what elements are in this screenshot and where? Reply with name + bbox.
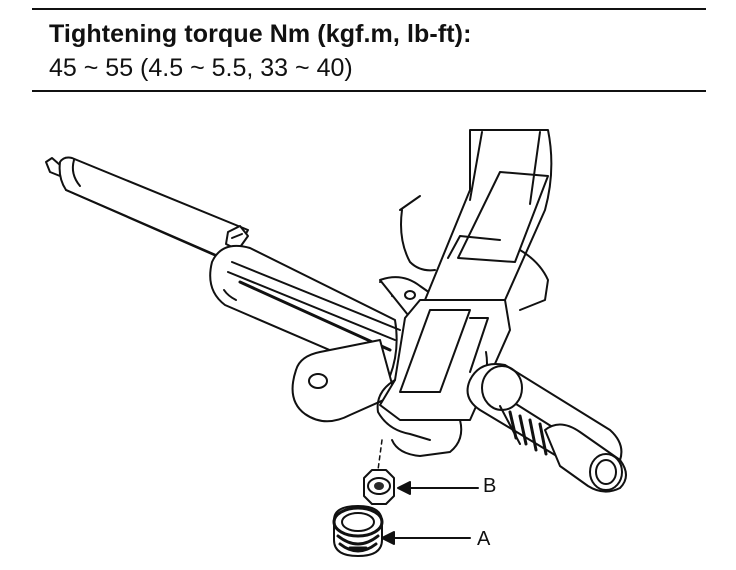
rack-shaft-end (544, 423, 627, 493)
torque-spec-value: 45 ~ 55 (4.5 ~ 5.5, 33 ~ 40) (49, 54, 353, 82)
part-a-plug (332, 505, 471, 557)
part-b-spring (363, 469, 479, 505)
rack-housing-tube (45, 156, 249, 263)
tube-clip (225, 225, 249, 251)
top-rule (32, 8, 706, 10)
bottom-rule (32, 90, 706, 92)
torque-spec-title: Tightening torque Nm (kgf.m, lb-ft): (49, 20, 472, 48)
callout-label-a: A (477, 528, 491, 550)
steering-gear-illustration (45, 129, 627, 557)
alignment-line (377, 439, 383, 471)
torque-spec-box: Tightening torque Nm (kgf.m, lb-ft): 45 … (32, 0, 706, 92)
bellows-coils (508, 410, 548, 456)
callout-label-b: B (483, 475, 497, 497)
pinion-column (399, 129, 553, 311)
